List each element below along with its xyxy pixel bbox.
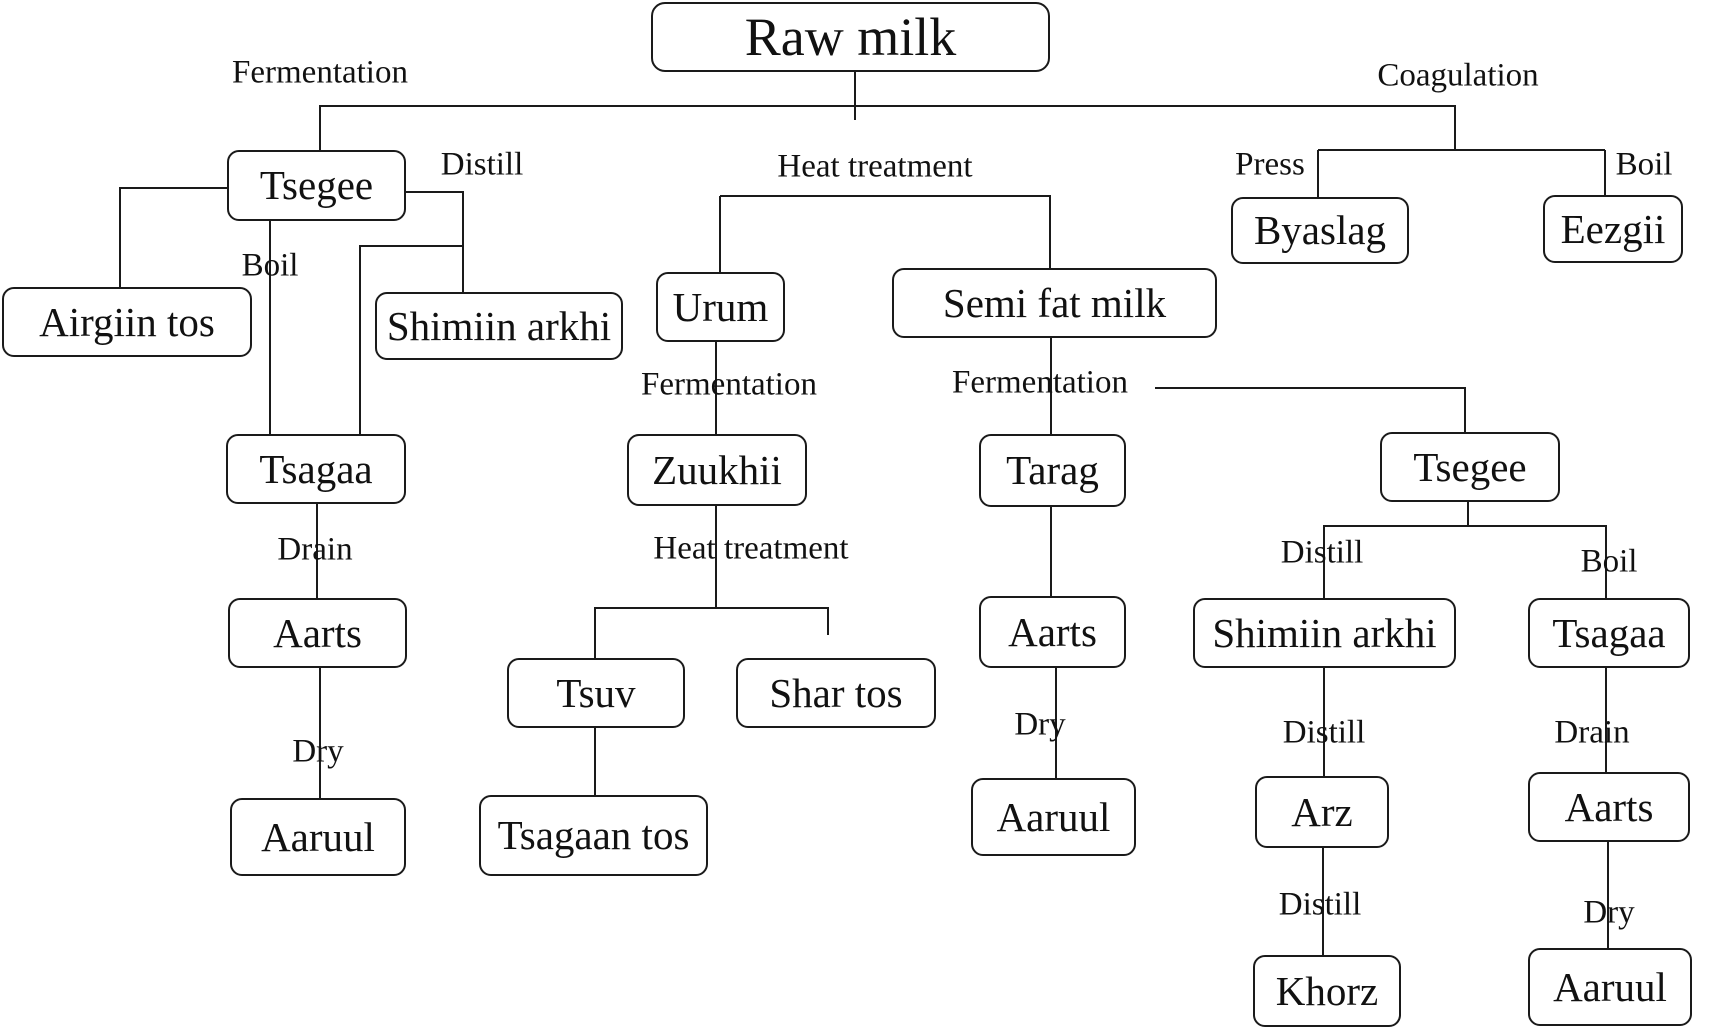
edge-label-boil: Boil [241, 247, 299, 284]
edge-label-distill: Distill [1282, 714, 1366, 751]
edge-label-boil: Boil [1615, 146, 1673, 183]
connector [719, 195, 1051, 272]
node-aarts: Aarts [228, 598, 407, 668]
connector [1050, 338, 1466, 438]
node-tsagaan-tos: Tsagaan tos [479, 795, 708, 876]
node-tsegee: Tsegee [227, 150, 406, 221]
node-urum: Urum [656, 272, 785, 342]
node-shimiin-arkhi: Shimiin arkhi [375, 292, 623, 360]
connector [1317, 149, 1606, 197]
node-tsagaa: Tsagaa [226, 434, 406, 504]
node-tsuv: Tsuv [507, 658, 685, 728]
edge-label-fermentation: Fermentation [952, 364, 1128, 401]
node-shar-tos: Shar tos [736, 658, 936, 728]
node-zuukhii: Zuukhii [627, 434, 807, 506]
node-aaruul: Aaruul [971, 778, 1136, 856]
edge-label-dry: Dry [1583, 894, 1635, 931]
node-khorz: Khorz [1253, 955, 1401, 1027]
connector [319, 105, 1456, 150]
edge-label-heat-treatment: Heat treatment [777, 148, 973, 185]
node-aarts: Aarts [979, 596, 1126, 668]
connector [1323, 502, 1607, 600]
node-semi-fat-milk: Semi fat milk [892, 268, 1217, 338]
edge-label-press: Press [1235, 146, 1305, 183]
edge-label-distill: Distill [440, 146, 524, 183]
connector [119, 187, 231, 287]
edge-label-fermentation: Fermentation [232, 54, 408, 91]
edge-label-distill: Distill [1280, 534, 1364, 571]
node-aarts: Aarts [1528, 772, 1690, 842]
node-eezgii: Eezgii [1543, 195, 1683, 263]
edge-label-boil: Boil [1580, 543, 1638, 580]
node-aaruul: Aaruul [1528, 948, 1692, 1026]
edge-label-distill: Distill [1278, 886, 1362, 923]
connector [359, 191, 464, 436]
edge-label-coagulation: Coagulation [1377, 57, 1539, 94]
edge-label-fermentation: Fermentation [641, 366, 817, 403]
node-airgiin-tos: Airgiin tos [2, 287, 252, 357]
node-aaruul: Aaruul [230, 798, 406, 876]
node-shimiin-arkhi: Shimiin arkhi [1193, 598, 1456, 668]
node-tsegee: Tsegee [1380, 432, 1560, 502]
node-arz: Arz [1255, 776, 1389, 848]
node-raw-milk: Raw milk [651, 2, 1050, 72]
node-tarag: Tarag [979, 434, 1126, 507]
edge-label-heat-treatment: Heat treatment [653, 530, 849, 567]
edge-label-drain: Drain [277, 531, 353, 568]
connector [594, 506, 829, 660]
node-tsagaa: Tsagaa [1528, 598, 1690, 668]
edge-label-dry: Dry [292, 733, 344, 770]
edge-label-dry: Dry [1014, 706, 1066, 743]
edge-label-drain: Drain [1554, 714, 1630, 751]
node-byaslag: Byaslag [1231, 197, 1409, 264]
